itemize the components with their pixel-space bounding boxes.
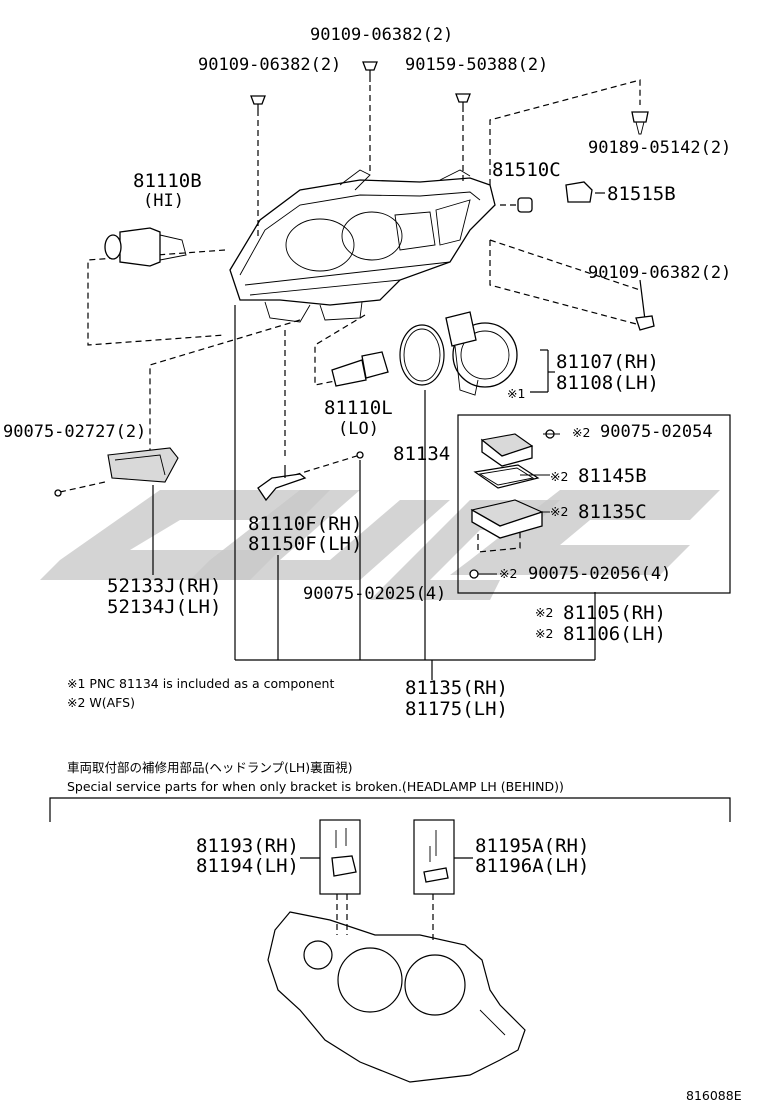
section-bracket xyxy=(49,797,731,822)
discharge-unit-icon xyxy=(445,311,518,396)
label-81110B: 81110B xyxy=(133,170,202,192)
label-81108: 81108(LH) xyxy=(556,372,659,394)
label-81107: 81107(RH) xyxy=(556,351,659,373)
label-81195A: 81195A(RH) xyxy=(475,835,589,857)
bolt-icon-4 xyxy=(635,315,655,331)
label-81175: 81175(LH) xyxy=(405,698,508,720)
headlamp-rear-view xyxy=(267,911,526,1083)
afs-box xyxy=(457,414,731,594)
leveling-rod-icon xyxy=(257,451,364,502)
bulb-lo-icon xyxy=(331,351,389,387)
label-90109-06382-left: 90109-06382(2) xyxy=(198,55,341,75)
label-81106: 81106(LH) xyxy=(563,623,666,645)
label-90075-02054: 90075-02054 xyxy=(600,422,713,442)
label-90189-05142: 90189-05142(2) xyxy=(588,138,731,158)
section-title-en: Special service parts for when only brac… xyxy=(67,779,564,794)
label-90075-02727: 90075-02727(2) xyxy=(3,422,146,442)
bracket-kit-81193-icon xyxy=(300,819,361,935)
bulb-hi-icon xyxy=(104,227,187,267)
bracket-52133-icon xyxy=(54,447,179,497)
label-90109-06382-top: 90109-06382(2) xyxy=(310,25,453,45)
seal-ring-icon xyxy=(399,324,445,386)
label-81196A: 81196A(LH) xyxy=(475,855,589,877)
clip-icon xyxy=(631,111,649,135)
mark-2-c: ※2 xyxy=(550,504,568,519)
section-title-jp: 車両取付部の補修用部品(ヘッドランプ(LH)裏面視) xyxy=(67,760,353,775)
mark-2-e: ※2 xyxy=(535,605,553,620)
note-2: ※2 W(AFS) xyxy=(67,695,135,710)
label-52133J: 52133J(RH) xyxy=(107,575,221,597)
socket-icon xyxy=(565,181,593,203)
label-81150F: 81150F(LH) xyxy=(248,533,362,555)
leader-lines xyxy=(59,79,646,680)
label-81135: 81135(RH) xyxy=(405,677,508,699)
label-81194: 81194(LH) xyxy=(196,855,299,877)
mark-2-d: ※2 xyxy=(499,566,517,581)
label-81105: 81105(RH) xyxy=(563,602,666,624)
bolt-icon-3 xyxy=(455,93,471,112)
label-81510C: 81510C xyxy=(492,159,561,181)
label-90109-06382-right: 90109-06382(2) xyxy=(588,263,731,283)
bracket-kit-81195A-icon xyxy=(413,819,473,940)
drawing-id: 816088E xyxy=(686,1088,742,1103)
mark-2-b: ※2 xyxy=(550,469,568,484)
label-90075-02056: 90075-02056(4) xyxy=(528,564,671,584)
label-52134J: 52134J(LH) xyxy=(107,596,221,618)
label-90075-02025: 90075-02025(4) xyxy=(303,584,446,604)
mark-1: ※1 xyxy=(507,386,525,401)
headlamp-assembly xyxy=(229,169,496,323)
bulb-small-icon xyxy=(517,197,533,213)
label-81515B: 81515B xyxy=(607,183,676,205)
label-lo: (LO) xyxy=(338,419,379,439)
label-81193: 81193(RH) xyxy=(196,835,299,857)
label-81110F: 81110F(RH) xyxy=(248,513,362,535)
bolt-icon-1 xyxy=(250,95,266,116)
label-90159-50388: 90159-50388(2) xyxy=(405,55,548,75)
label-hi: (HI) xyxy=(143,191,184,211)
mark-2-a: ※2 xyxy=(572,425,590,440)
mark-2-f: ※2 xyxy=(535,626,553,641)
label-81145B: 81145B xyxy=(578,465,647,487)
bolt-icon-2 xyxy=(362,61,378,82)
note-1: ※1 PNC 81134 is included as a component xyxy=(67,676,334,691)
label-81134: 81134 xyxy=(393,443,450,465)
label-81110L: 81110L xyxy=(324,397,393,419)
label-81135C: 81135C xyxy=(578,501,647,523)
